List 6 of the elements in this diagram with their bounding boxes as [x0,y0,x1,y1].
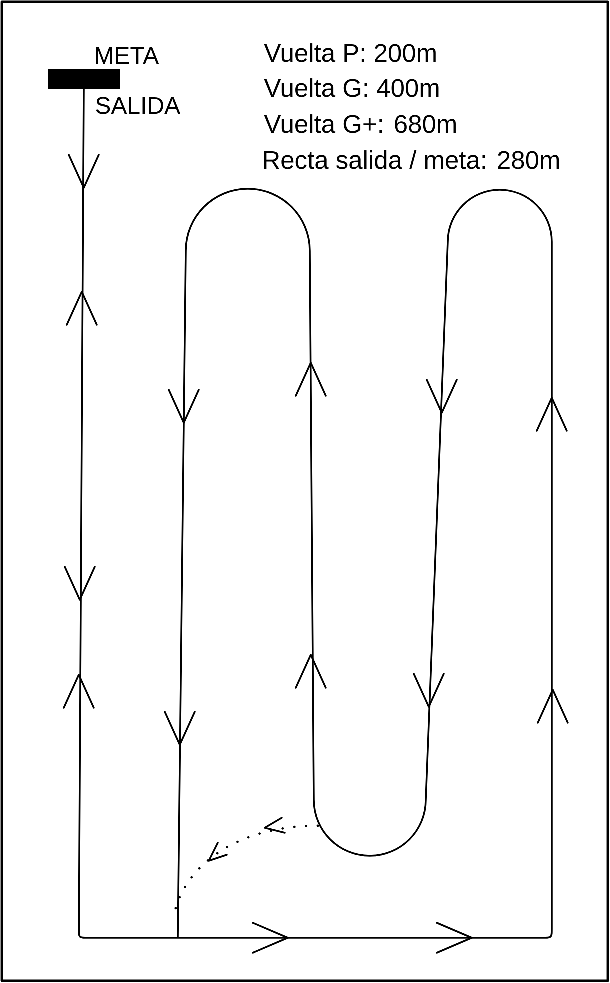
track-label: META [96,47,160,64]
distance-note: Recta salida / meta: 280m [264,150,560,170]
distance-note: Vuelta P: 200m [264,44,436,62]
track-label: SALIDA [96,97,181,114]
distance-note: Vuelta G+: 680m [264,114,456,134]
distance-note: Vuelta G: 400m [264,78,439,98]
